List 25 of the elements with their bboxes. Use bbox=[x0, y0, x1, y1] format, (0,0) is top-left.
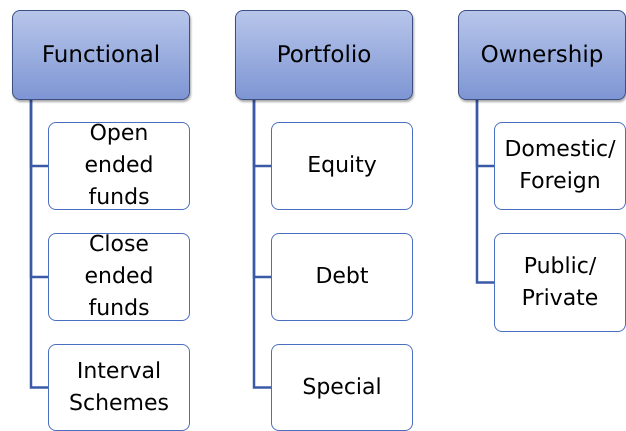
connector-line bbox=[252, 100, 271, 389]
category-label: Ownership bbox=[480, 42, 604, 68]
fund-type-label: Special bbox=[302, 374, 382, 402]
category-label: Portfolio bbox=[276, 42, 372, 68]
fund-type-label: Close ended funds bbox=[84, 231, 154, 323]
connector-line bbox=[30, 100, 48, 389]
category-label: Functional bbox=[42, 42, 160, 68]
category-header-box bbox=[458, 10, 626, 100]
category-header-box bbox=[12, 10, 190, 100]
fund-type-box bbox=[48, 233, 190, 321]
fund-type-box bbox=[48, 344, 190, 431]
fund-type-box bbox=[271, 233, 413, 321]
fund-type-label: Interval Schemes bbox=[68, 358, 170, 418]
fund-type-box bbox=[48, 122, 190, 210]
fund-type-box bbox=[271, 122, 413, 210]
fund-type-label: Domestic/ Foreign bbox=[503, 136, 617, 196]
fund-type-box bbox=[494, 233, 626, 332]
fund-type-label: Public/ Private bbox=[520, 252, 600, 312]
fund-type-label: Equity bbox=[307, 152, 377, 180]
fund-type-label: Open ended funds bbox=[84, 120, 154, 212]
fund-type-box bbox=[271, 344, 413, 431]
category-header-box bbox=[235, 10, 413, 100]
fund-type-label: Debt bbox=[315, 263, 369, 292]
fund-type-box bbox=[494, 122, 626, 210]
connector-line bbox=[476, 100, 494, 284]
